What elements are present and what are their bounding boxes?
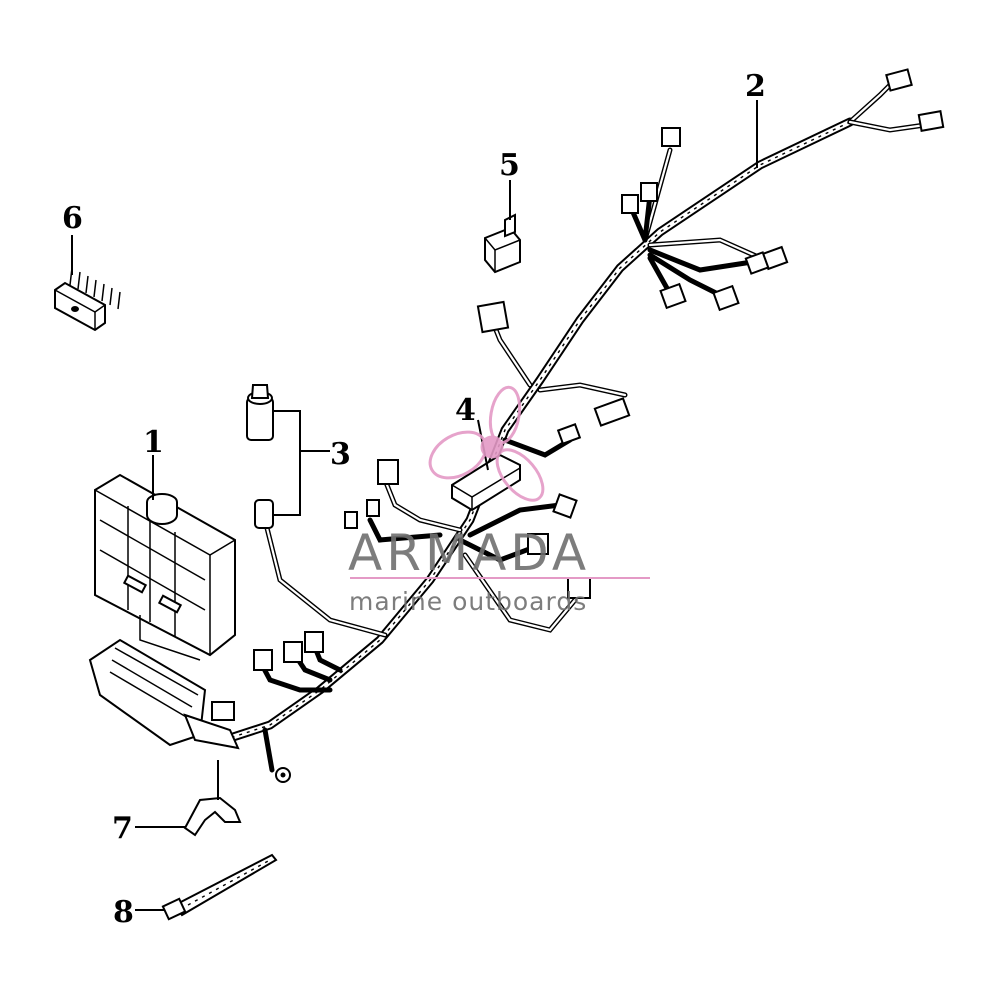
callout-3: 3 bbox=[330, 437, 351, 472]
callout-labels: 1 2 3 4 5 6 7 8 bbox=[62, 69, 766, 930]
wiring-harness bbox=[225, 77, 928, 773]
watermark-subtitle: marine outboards bbox=[349, 587, 587, 616]
callout-8: 8 bbox=[113, 895, 134, 930]
callout-7: 7 bbox=[112, 811, 133, 846]
callout-4: 4 bbox=[455, 393, 476, 428]
hose-clip bbox=[135, 760, 242, 837]
ecu-module bbox=[94, 473, 236, 661]
terminal-block bbox=[54, 235, 121, 332]
callout-6: 6 bbox=[62, 201, 83, 236]
cable-tie bbox=[135, 853, 278, 921]
bulb-socket bbox=[246, 384, 330, 529]
callout-5: 5 bbox=[499, 148, 520, 183]
relay bbox=[484, 180, 521, 274]
leader-lines bbox=[152, 100, 758, 500]
watermark-title: ARMADA bbox=[348, 524, 590, 582]
callout-1: 1 bbox=[143, 425, 164, 460]
watermark: ARMADA marine outboards bbox=[348, 385, 650, 616]
callout-2: 2 bbox=[745, 69, 766, 104]
propeller-logo bbox=[428, 385, 545, 502]
harness-connectors bbox=[211, 68, 945, 783]
ecu-connector bbox=[88, 638, 240, 750]
